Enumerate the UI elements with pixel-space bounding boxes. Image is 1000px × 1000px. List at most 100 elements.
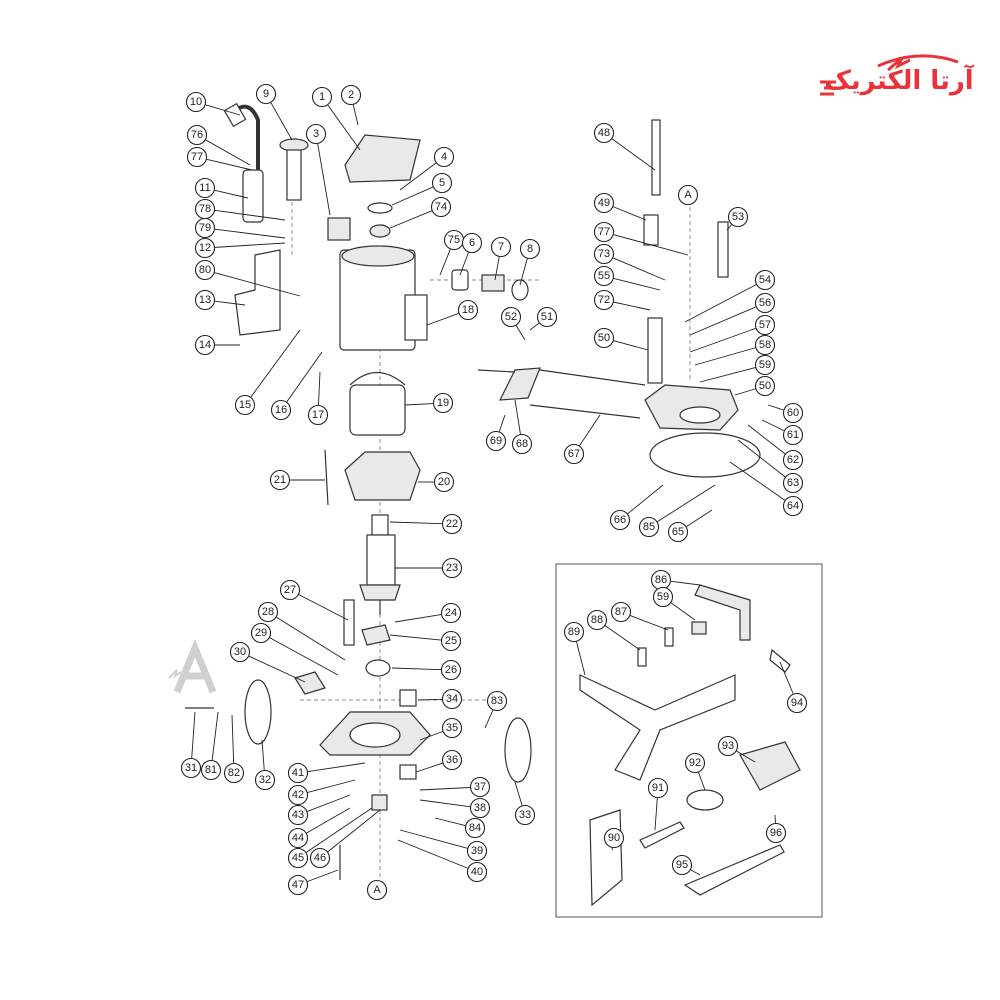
callout-number: 64 bbox=[787, 500, 799, 512]
callout-15: 15 bbox=[234, 329, 301, 416]
callout-65: 65 bbox=[667, 509, 713, 543]
callout-14: 14 bbox=[194, 334, 240, 356]
leader-line bbox=[419, 731, 443, 741]
callout-circle bbox=[469, 797, 491, 819]
leader-line bbox=[515, 325, 526, 341]
callout-number: 92 bbox=[689, 757, 701, 769]
callout-A: A bbox=[366, 879, 388, 901]
callout-74: 74 bbox=[389, 196, 452, 229]
callout-3: 3 bbox=[305, 123, 331, 216]
callout-circle bbox=[270, 399, 292, 421]
callout-circle bbox=[223, 762, 245, 784]
callout-circle bbox=[287, 847, 309, 869]
callout-circle bbox=[765, 822, 787, 844]
callout-80: 80 bbox=[194, 259, 301, 297]
callout-number: 45 bbox=[292, 852, 304, 864]
callout-number: 60 bbox=[787, 407, 799, 419]
callout-circle bbox=[563, 443, 585, 465]
callout-circle bbox=[593, 265, 615, 287]
callout-number: 26 bbox=[445, 664, 457, 676]
callout-51: 51 bbox=[529, 306, 558, 331]
callout-circle bbox=[754, 269, 776, 291]
callout-circle bbox=[250, 622, 272, 644]
leader-line bbox=[397, 839, 468, 869]
leader-line bbox=[613, 234, 689, 256]
callout-circle bbox=[593, 243, 615, 265]
callout-35: 35 bbox=[419, 717, 463, 741]
callout-A: A bbox=[677, 184, 699, 206]
callout-circle bbox=[311, 86, 333, 108]
callout-circle bbox=[469, 776, 491, 798]
callout-22: 22 bbox=[389, 513, 463, 535]
callout-87: 87 bbox=[610, 601, 669, 631]
callout-13: 13 bbox=[194, 289, 246, 311]
leader-line bbox=[306, 807, 351, 834]
leader-line bbox=[604, 625, 641, 651]
callout-number: 77 bbox=[598, 226, 610, 238]
callout-circle bbox=[782, 495, 804, 517]
leader-line bbox=[415, 762, 443, 773]
callout-59: 59 bbox=[699, 354, 776, 383]
callout-40: 40 bbox=[397, 839, 488, 883]
leader-line bbox=[206, 158, 253, 171]
callout-circle bbox=[257, 601, 279, 623]
leader-line bbox=[459, 252, 469, 276]
callout-48: 48 bbox=[593, 122, 656, 171]
callout-circle bbox=[461, 232, 483, 254]
leader-line bbox=[191, 711, 196, 759]
callout-circle bbox=[511, 433, 533, 455]
callout-number: 84 bbox=[469, 822, 481, 834]
callout-number: 69 bbox=[490, 435, 502, 447]
callout-circle bbox=[782, 424, 804, 446]
leader-line bbox=[726, 224, 732, 231]
callout-number: 59 bbox=[759, 359, 771, 371]
callout-circle bbox=[254, 769, 276, 791]
callout-circle bbox=[255, 83, 277, 105]
callout-91: 91 bbox=[647, 777, 669, 831]
callout-number: 72 bbox=[598, 294, 610, 306]
callout-11: 11 bbox=[194, 177, 249, 199]
callout-circle bbox=[667, 521, 689, 543]
leader-line bbox=[419, 787, 471, 791]
callout-circle bbox=[185, 91, 207, 113]
callout-circle bbox=[782, 449, 804, 471]
callout-number: 9 bbox=[263, 88, 269, 100]
leader-line bbox=[298, 594, 349, 621]
leader-line bbox=[767, 404, 784, 411]
leader-line bbox=[737, 439, 786, 478]
callout-number: 78 bbox=[199, 203, 211, 215]
watermark-logo bbox=[165, 638, 225, 700]
callout-circle bbox=[486, 690, 508, 712]
callout-circle bbox=[234, 394, 256, 416]
leader-line bbox=[630, 615, 669, 631]
callout-25: 25 bbox=[389, 630, 462, 652]
callout-circle bbox=[441, 749, 463, 771]
leader-line bbox=[736, 750, 756, 763]
leader-line bbox=[317, 143, 331, 216]
callout-28: 28 bbox=[257, 601, 346, 661]
callout-20: 20 bbox=[418, 471, 455, 493]
callout-81: 81 bbox=[200, 711, 222, 781]
leader-line bbox=[307, 779, 356, 793]
callout-circle bbox=[754, 314, 776, 336]
leader-line bbox=[269, 637, 339, 676]
callout-37: 37 bbox=[419, 776, 491, 798]
leader-line bbox=[286, 351, 323, 403]
callout-circle bbox=[647, 777, 669, 799]
leader-line bbox=[657, 484, 716, 523]
callout-circle bbox=[782, 402, 804, 424]
callout-circle bbox=[490, 236, 512, 258]
callout-82: 82 bbox=[223, 714, 245, 784]
leader-line bbox=[214, 189, 249, 199]
callout-1: 1 bbox=[311, 86, 361, 151]
callout-77: 77 bbox=[186, 146, 253, 171]
callout-circle bbox=[536, 306, 558, 328]
callout-circle bbox=[727, 206, 749, 228]
callout-circle bbox=[430, 196, 452, 218]
callout-circle bbox=[180, 757, 202, 779]
callout-circle bbox=[431, 172, 453, 194]
callout-circle bbox=[194, 289, 216, 311]
callout-circle bbox=[754, 354, 776, 376]
leader-line bbox=[654, 797, 658, 831]
